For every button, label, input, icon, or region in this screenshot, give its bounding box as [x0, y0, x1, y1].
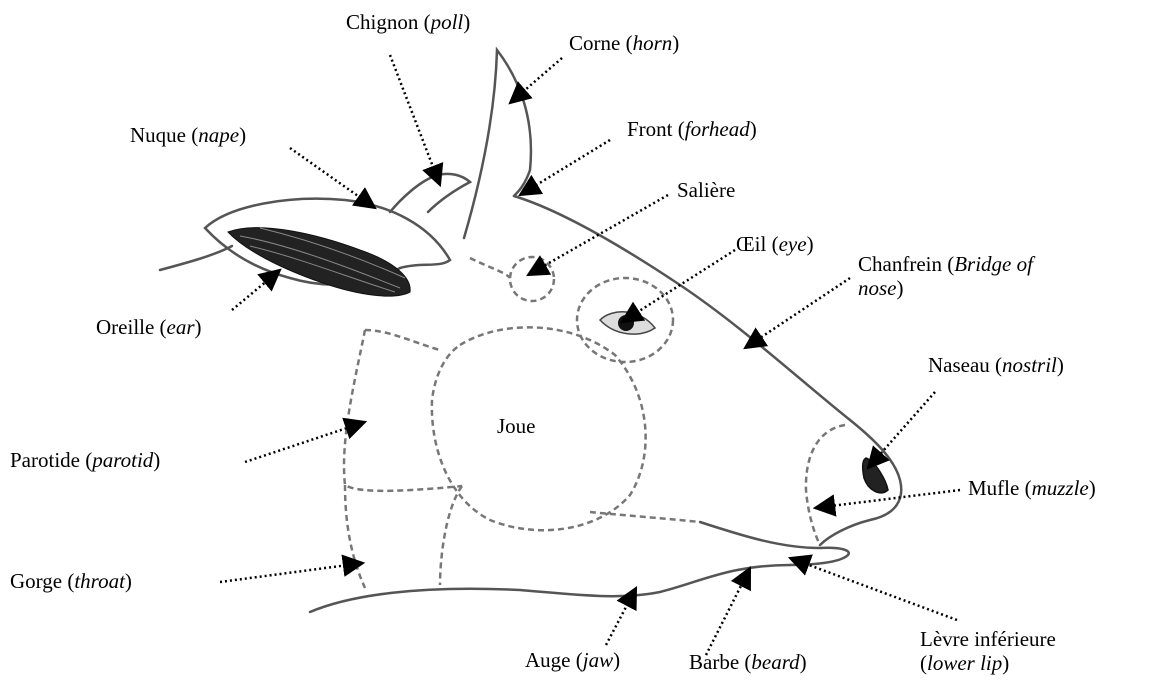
label-gorge-en: throat [74, 569, 125, 593]
label-oreille-fr: Oreille ( [96, 315, 167, 339]
cheek-region [432, 327, 646, 530]
label-gorge: Gorge (throat) [10, 569, 132, 593]
label-front-fr: Front ( [627, 117, 685, 141]
throat-region [345, 485, 365, 588]
label-naseau: Naseau (nostril) [928, 353, 1064, 377]
label-joue: Joue [497, 414, 536, 438]
label-gorge-fr: Gorge ( [10, 569, 74, 593]
label-auge: Auge (jaw) [525, 648, 620, 672]
ear-inner [228, 228, 410, 296]
jaw-line [310, 565, 790, 612]
label-mufle-close: ) [1089, 476, 1096, 500]
label-chignon-en: poll [431, 10, 464, 34]
upper-connector [470, 258, 510, 278]
label-oeil-close: ) [807, 232, 814, 256]
label-saliere: Salière [677, 178, 735, 202]
arrow-levre [790, 558, 957, 620]
label-front-en: forhead [685, 117, 750, 141]
nostril-shape [863, 458, 888, 493]
label-corne-en: horn [633, 31, 673, 55]
pointer-arrows [220, 55, 960, 655]
label-naseau-fr: Naseau ( [928, 353, 1002, 377]
ear-tab [160, 246, 232, 270]
arrow-front [520, 140, 610, 195]
label-barbe-en: beard [751, 650, 799, 674]
label-parotide-fr: Parotide ( [10, 448, 92, 472]
arrow-chanfrein [745, 278, 850, 348]
label-chignon-fr: Chignon ( [346, 10, 431, 34]
label-chanfrein-en2: nose [858, 276, 897, 300]
label-mufle-fr: Mufle ( [968, 476, 1032, 500]
label-levre-close: ) [1002, 651, 1009, 675]
parotid-region [344, 330, 462, 491]
label-oeil-fr: Œil ( [736, 232, 779, 256]
muzzle-region [806, 425, 845, 545]
horn-shape [464, 50, 531, 238]
parotid-top [365, 330, 440, 350]
label-corne: Corne (horn) [569, 31, 679, 55]
label-auge-fr: Auge ( [525, 648, 583, 672]
label-mufle-en: muzzle [1032, 476, 1089, 500]
label-auge-close: ) [613, 648, 620, 672]
label-chanfrein-close: ) [897, 276, 904, 300]
eye-shape [600, 312, 655, 334]
label-oeil: Œil (eye) [736, 232, 814, 256]
label-parotide: Parotide (parotid) [10, 448, 160, 472]
arrow-parotide [245, 422, 365, 462]
label-levre-en: lower lip [927, 651, 1002, 675]
label-barbe-fr: Barbe ( [689, 650, 751, 674]
label-chanfrein: Chanfrein (Bridge of nose) [858, 252, 1033, 300]
label-nuque: Nuque (nape) [130, 123, 246, 147]
label-chignon-close: ) [463, 10, 470, 34]
poll-shape [390, 174, 470, 212]
saliere-region [510, 257, 554, 301]
label-chanfrein-en: Bridge of [954, 252, 1033, 276]
label-oreille-en: ear [167, 315, 195, 339]
label-nuque-en: nape [198, 123, 239, 147]
arrow-chignon [390, 55, 440, 185]
label-oreille-close: ) [195, 315, 202, 339]
arrow-corne [510, 58, 562, 103]
label-mufle: Mufle (muzzle) [968, 476, 1096, 500]
label-oreille: Oreille (ear) [96, 315, 202, 339]
label-gorge-close: ) [125, 569, 132, 593]
arrow-oreille [232, 270, 280, 310]
label-barbe: Barbe (beard) [689, 650, 807, 674]
label-levre-open: ( [920, 651, 927, 675]
regions-dashed [344, 257, 845, 588]
label-nuque-close: ) [239, 123, 246, 147]
bridge-line [514, 196, 901, 545]
label-barbe-close: ) [800, 650, 807, 674]
arrow-naseau [868, 392, 935, 468]
label-joue-fr: Joue [497, 414, 536, 438]
label-front-close: ) [750, 117, 757, 141]
throat-inner [440, 486, 462, 585]
label-auge-en: jaw [583, 648, 613, 672]
head-outline [160, 50, 901, 612]
label-chignon: Chignon (poll) [346, 10, 470, 34]
label-front: Front (forhead) [627, 117, 757, 141]
label-chanfrein-fr: Chanfrein ( [858, 252, 954, 276]
muzzle-bottom [700, 522, 849, 565]
label-oeil-en: eye [779, 232, 807, 256]
label-parotide-en: parotid [92, 448, 153, 472]
label-naseau-en: nostril [1002, 353, 1057, 377]
label-levre: Lèvre inférieure (lower lip) [920, 627, 1056, 675]
label-saliere-fr: Salière [677, 178, 735, 202]
label-levre-fr: Lèvre inférieure [920, 627, 1056, 651]
arrow-gorge [220, 563, 363, 582]
label-corne-close: ) [672, 31, 679, 55]
arrow-mufle [815, 490, 960, 508]
label-nuque-fr: Nuque ( [130, 123, 198, 147]
arrow-barbe [706, 568, 750, 655]
label-naseau-close: ) [1057, 353, 1064, 377]
label-corne-fr: Corne ( [569, 31, 633, 55]
label-parotide-close: ) [153, 448, 160, 472]
